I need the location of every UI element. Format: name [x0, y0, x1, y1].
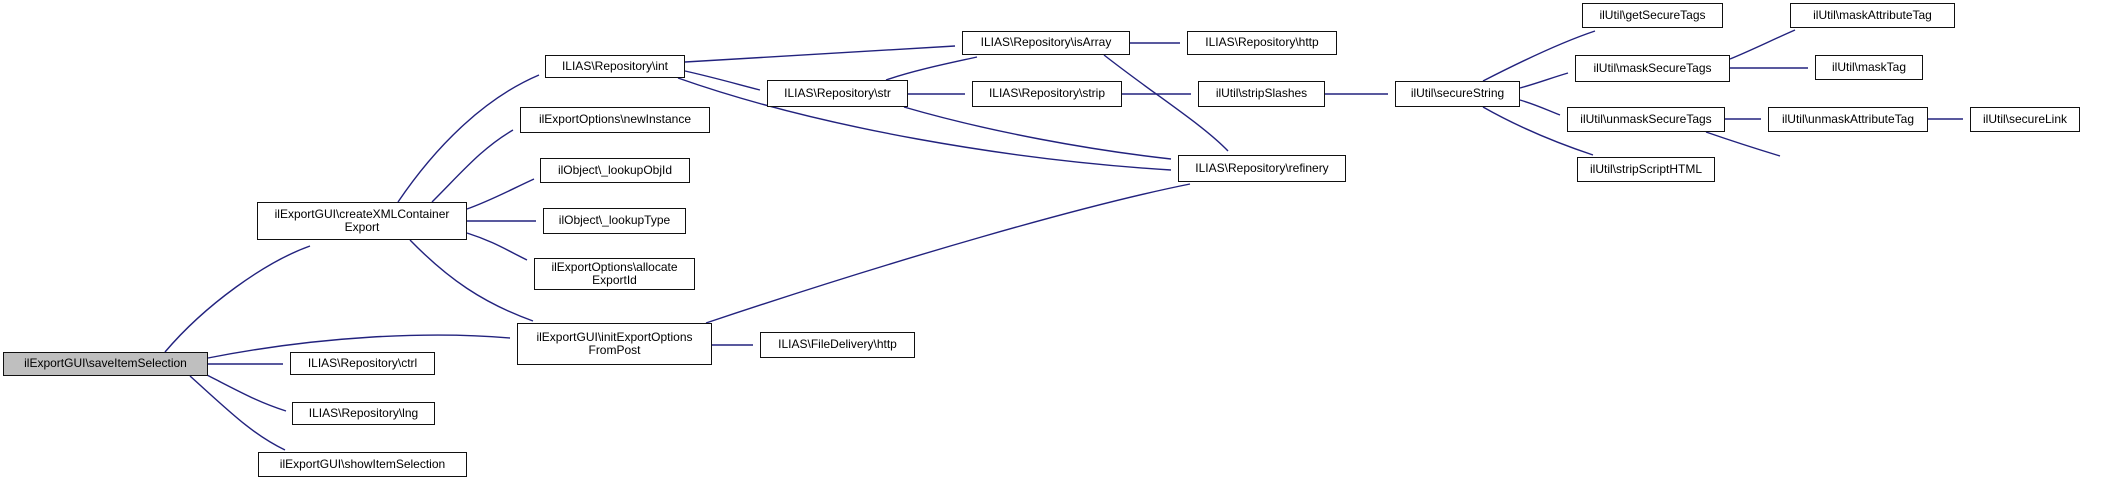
node-label: ilObject\_lookupObjId — [557, 162, 673, 177]
node-label: ILIAS\Repository\int — [561, 58, 669, 73]
node-repository-int[interactable]: ILIAS\Repository\int — [545, 55, 685, 78]
edge-util-secure-string-to-util-strip-script-html — [1482, 106, 1594, 156]
node-label: ilUtil\secureString — [1410, 86, 1505, 101]
node-create-xml-container-export[interactable]: ilExportGUI\createXMLContainer Export — [257, 202, 467, 240]
node-util-strip-slashes[interactable]: ilUtil\stripSlashes — [1198, 81, 1325, 107]
node-util-mask-attribute-tag[interactable]: ilUtil\maskAttributeTag — [1790, 3, 1955, 28]
node-label: ilObject\_lookupType — [558, 213, 671, 228]
edge-create-xml-container-export-to-export-options-allocate-export-id — [466, 232, 528, 261]
node-repository-refinery[interactable]: ILIAS\Repository\refinery — [1178, 155, 1346, 182]
node-util-get-secure-tags[interactable]: ilUtil\getSecureTags — [1582, 3, 1723, 28]
node-label: ilUtil\secureLink — [1982, 111, 2068, 126]
node-export-options-allocate-export-id[interactable]: ilExportOptions\allocate ExportId — [534, 258, 695, 290]
node-label: ilExportOptions\allocate ExportId — [551, 259, 678, 287]
node-object-lookup-type[interactable]: ilObject\_lookupType — [543, 208, 686, 234]
node-label: ilExportGUI\saveItemSelection — [24, 356, 187, 371]
edge-repository-int-to-repository-is-array — [684, 45, 956, 63]
node-repository-lng[interactable]: ILIAS\Repository\lng — [292, 402, 435, 425]
node-label: ilExportGUI\initExportOptions FromPost — [536, 329, 693, 357]
node-label: ILIAS\Repository\http — [1205, 35, 1319, 50]
edge-repository-int-to-repository-refinery — [677, 77, 1172, 171]
node-label: ILIAS\FileDelivery\http — [778, 337, 897, 352]
node-label: ILIAS\Repository\lng — [308, 405, 419, 420]
node-util-secure-string[interactable]: ilUtil\secureString — [1395, 81, 1520, 107]
node-util-unmask-attribute-tag[interactable]: ilUtil\unmaskAttributeTag — [1768, 107, 1928, 132]
node-label: ILIAS\Repository\strip — [988, 86, 1106, 101]
node-label: ilUtil\stripSlashes — [1215, 86, 1308, 101]
edge-save-item-selection-to-show-item-selection — [189, 375, 286, 451]
edge-repository-is-array-to-repository-refinery — [1103, 54, 1229, 152]
node-util-mask-tag[interactable]: ilUtil\maskTag — [1815, 55, 1923, 80]
edge-util-secure-string-to-util-mask-secure-tags — [1519, 72, 1569, 89]
edge-repository-str-to-repository-is-array — [885, 56, 978, 81]
node-label: ILIAS\Repository\isArray — [980, 35, 1112, 50]
node-repository-str[interactable]: ILIAS\Repository\str — [767, 80, 908, 107]
edge-save-item-selection-to-init-export-options-from-post — [207, 334, 511, 359]
edge-save-item-selection-to-repository-lng — [204, 373, 287, 412]
edge-util-secure-string-to-util-get-secure-tags — [1482, 30, 1596, 82]
node-export-options-new-instance[interactable]: ilExportOptions\newInstance — [520, 107, 710, 133]
node-util-unmask-secure-tags[interactable]: ilUtil\unmaskSecureTags — [1567, 107, 1725, 132]
node-label: ilUtil\unmaskAttributeTag — [1781, 111, 1915, 126]
edge-repository-str-to-repository-refinery — [903, 106, 1172, 160]
node-util-secure-link[interactable]: ilUtil\secureLink — [1970, 107, 2080, 132]
node-show-item-selection[interactable]: ilExportGUI\showItemSelection — [258, 452, 467, 477]
node-label: ilExportGUI\createXMLContainer Export — [274, 206, 450, 234]
node-label: ILIAS\Repository\refinery — [1195, 160, 1329, 175]
node-repository-is-array[interactable]: ILIAS\Repository\isArray — [962, 31, 1130, 55]
node-repository-ctrl[interactable]: ILIAS\Repository\ctrl — [290, 352, 435, 375]
node-object-lookup-obj-id[interactable]: ilObject\_lookupObjId — [540, 158, 690, 183]
node-save-item-selection[interactable]: ilExportGUI\saveItemSelection — [3, 352, 208, 376]
node-label: ilUtil\getSecureTags — [1599, 7, 1706, 22]
node-label: ilUtil\maskTag — [1831, 59, 1906, 74]
node-repository-http[interactable]: ILIAS\Repository\http — [1187, 31, 1337, 55]
node-label: ilUtil\stripScriptHTML — [1589, 161, 1702, 176]
node-init-export-options-from-post[interactable]: ilExportGUI\initExportOptions FromPost — [517, 323, 712, 365]
node-label: ILIAS\Repository\str — [784, 85, 891, 100]
edge-create-xml-container-export-to-init-export-options-from-post — [409, 239, 534, 322]
node-label: ilExportGUI\showItemSelection — [279, 456, 446, 471]
node-util-strip-script-html[interactable]: ilUtil\stripScriptHTML — [1577, 157, 1715, 182]
node-label: ILIAS\Repository\ctrl — [307, 355, 418, 370]
edge-create-xml-container-export-to-repository-int — [397, 74, 540, 203]
node-repository-strip[interactable]: ILIAS\Repository\strip — [972, 81, 1122, 107]
edge-repository-int-to-repository-str — [684, 70, 761, 91]
edge-util-secure-string-to-util-unmask-secure-tags — [1519, 99, 1561, 116]
node-util-mask-secure-tags[interactable]: ilUtil\maskSecureTags — [1575, 55, 1730, 82]
node-label: ilUtil\maskSecureTags — [1593, 60, 1712, 75]
node-file-delivery-http[interactable]: ILIAS\FileDelivery\http — [760, 332, 915, 358]
node-label: ilUtil\maskAttributeTag — [1813, 7, 1932, 22]
edge-util-mask-secure-tags-to-util-mask-attribute-tag — [1729, 29, 1796, 60]
edge-save-item-selection-to-create-xml-container-export — [164, 245, 311, 353]
edge-init-export-options-from-post-to-repository-refinery — [705, 183, 1191, 324]
node-label: ilUtil\unmaskSecureTags — [1580, 111, 1712, 126]
node-label: ilExportOptions\newInstance — [538, 112, 692, 127]
edge-create-xml-container-export-to-export-options-new-instance — [431, 129, 514, 203]
edge-create-xml-container-export-to-object-lookup-obj-id — [466, 178, 535, 210]
edge-util-unmask-secure-tags-to-util-unmask-tag — [1705, 131, 1781, 157]
